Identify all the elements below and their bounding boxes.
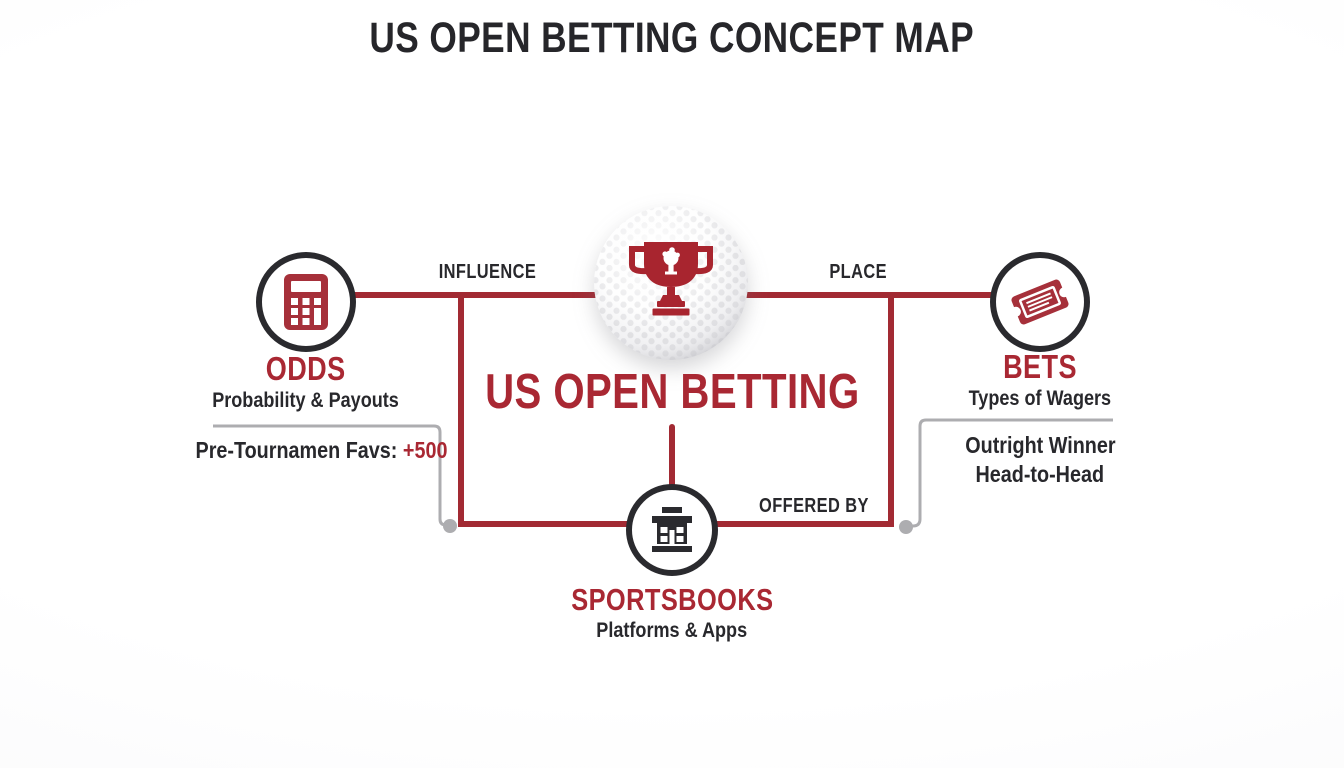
- edge-label-place: PLACE: [829, 261, 887, 283]
- golf-ball: [592, 204, 750, 362]
- odds-note-value: +500: [402, 437, 447, 463]
- odds-node-circle: [256, 252, 356, 352]
- storefront-building-icon: [652, 507, 692, 552]
- bets-label: BETS: [1003, 348, 1077, 385]
- bets-node-circle: [990, 252, 1090, 352]
- sportsbooks-sublabel: Platforms & Apps: [596, 619, 748, 642]
- golf-ball-graphic: [594, 206, 748, 360]
- odds-sublabel: Probability & Payouts: [212, 389, 400, 412]
- page-title: US OPEN BETTING CONCEPT MAP: [369, 14, 975, 62]
- sportsbooks-label: SPORTSBOOKS: [570, 582, 774, 617]
- bets-sublabel: Types of Wagers: [968, 387, 1112, 410]
- sportsbooks-node-circle: [626, 484, 718, 576]
- center-label: US OPEN BETTING: [484, 365, 860, 419]
- odds-callout-dot: [443, 519, 457, 533]
- bets-note-line-1: Outright Winner: [964, 432, 1116, 458]
- bets-note-line-2: Head-to-Head: [975, 461, 1105, 487]
- ticket-icon: [1010, 279, 1070, 325]
- odds-label: ODDS: [266, 350, 346, 387]
- bets-callout-line: [911, 418, 1113, 528]
- calculator-icon: [284, 274, 328, 330]
- edge-label-offered-by: OFFERED BY: [759, 495, 869, 517]
- trophy-icon: [629, 242, 713, 316]
- odds-note-text: Pre-Tournamen Favs:: [195, 437, 397, 463]
- odds-note: Pre-Tournamen Favs: +500: [161, 438, 481, 462]
- bets-callout-dot: [899, 520, 913, 534]
- edge-label-influence: INFLUENCE: [438, 261, 536, 283]
